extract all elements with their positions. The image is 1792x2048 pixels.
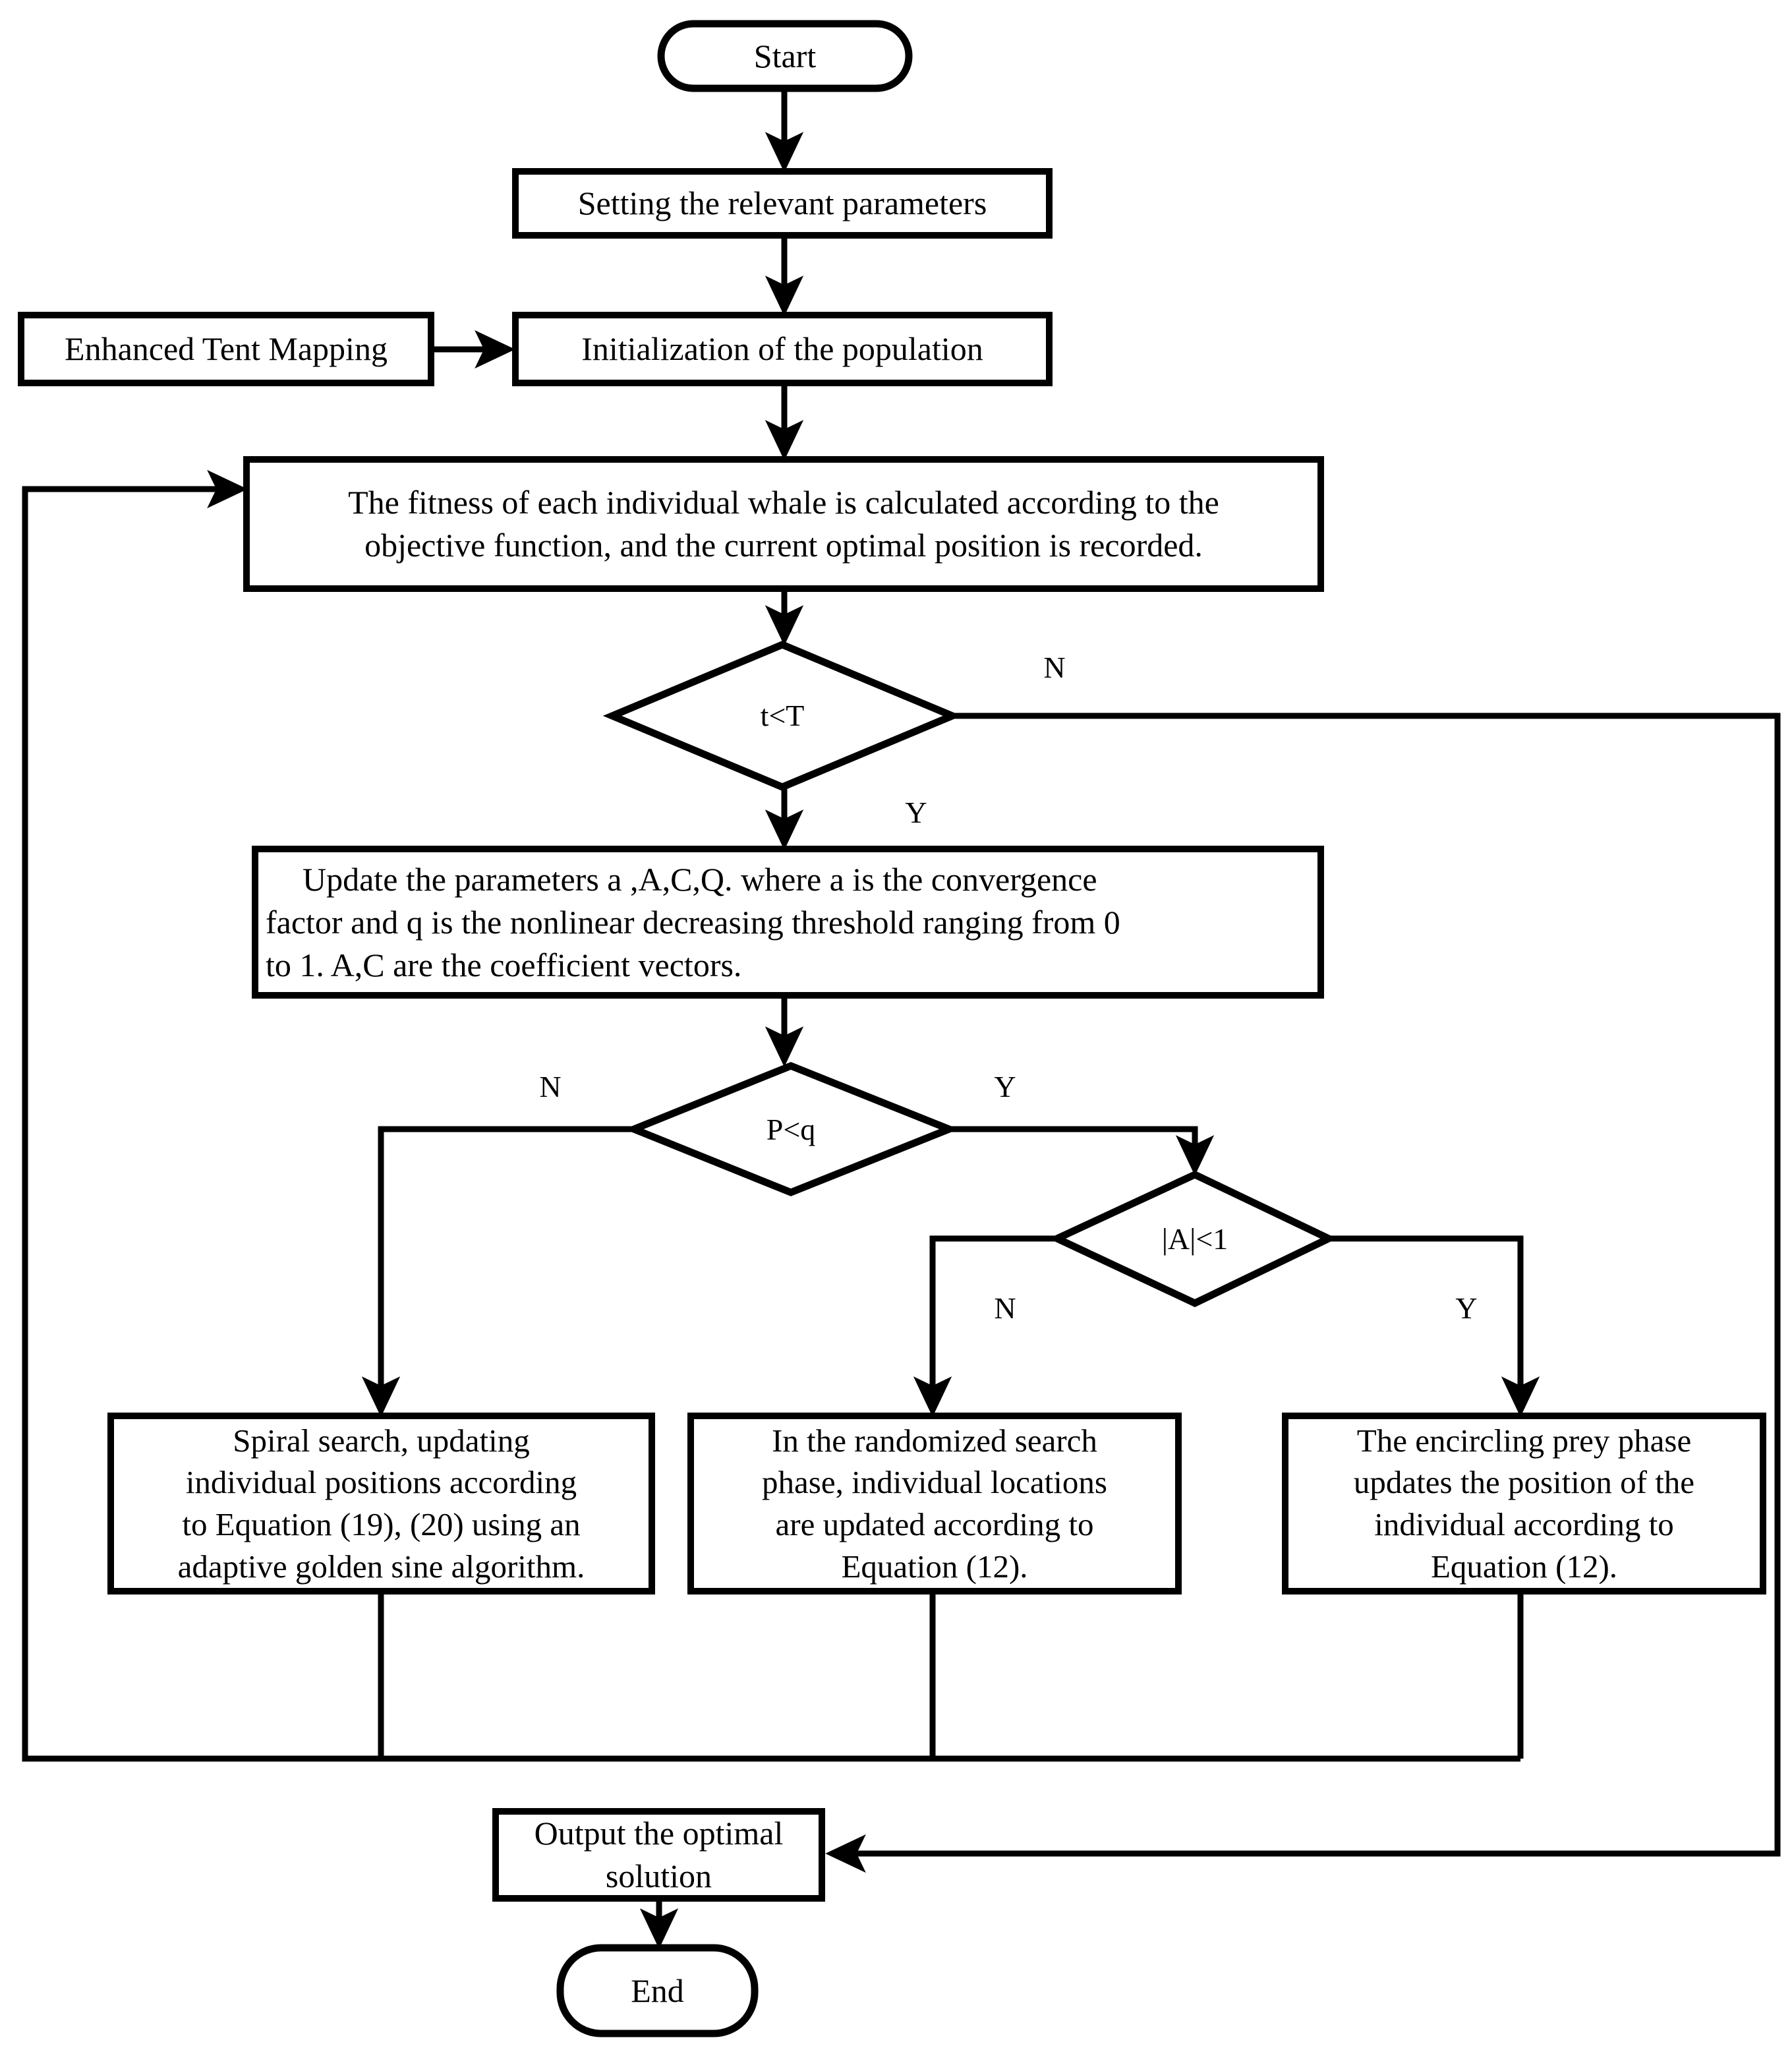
update-params-shape [252, 846, 1324, 999]
tent-mapping-shape [18, 312, 434, 386]
end-shape [556, 1944, 759, 2037]
spiral-search-shape [107, 1413, 655, 1595]
edge-decidet-no-to-output [825, 713, 1781, 1873]
edge-label-p-no: N [539, 1070, 562, 1103]
edge-label-p-yes: Y [994, 1070, 1016, 1103]
decide-p-shape [624, 1062, 959, 1196]
edge-label-t-no: N [1043, 651, 1066, 684]
edge-decidep-no-to-spiral [361, 1126, 634, 1417]
edge-feedback-rail-to-fitness [22, 469, 1520, 1762]
encircling-prey-shape [1282, 1413, 1766, 1595]
decide-t-shape [602, 641, 962, 791]
edge-decidea-yes-to-encircling [1329, 1235, 1540, 1417]
output-shape [492, 1808, 825, 1902]
edge-label-a-no: N [994, 1291, 1016, 1325]
set-params-shape [512, 168, 1053, 239]
init-population-shape [512, 312, 1053, 386]
edge-decidea-no-to-random [913, 1235, 1057, 1417]
fitness-shape [243, 456, 1324, 592]
edge-label-t-yes: Y [905, 796, 927, 829]
edge-label-a-yes: Y [1455, 1291, 1478, 1325]
start-shape [657, 20, 913, 92]
edge-decidep-yes-to-decidea [949, 1126, 1215, 1176]
random-search-shape [687, 1413, 1182, 1595]
decide-a-shape [1048, 1170, 1337, 1308]
